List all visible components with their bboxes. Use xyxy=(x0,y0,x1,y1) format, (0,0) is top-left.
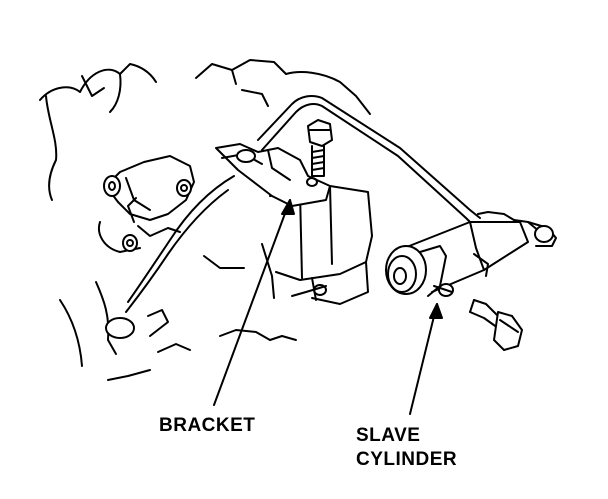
clutch-pipe xyxy=(258,96,480,226)
slave-cylinder-label-line1: SLAVE xyxy=(356,425,421,446)
slave-cylinder-label-line2: CYLINDER xyxy=(356,449,458,470)
engine-block-outline xyxy=(40,60,370,380)
lower-chassis-detail xyxy=(106,310,168,338)
slave-cylinder-leader-arrowhead xyxy=(430,304,442,318)
slave-cylinder-part xyxy=(386,212,556,296)
bracket-part xyxy=(216,144,330,206)
slave-cylinder-leader-line xyxy=(410,304,437,414)
engine-mount xyxy=(104,156,194,251)
clutch-hose xyxy=(126,176,234,312)
bracket-label: BRACKET xyxy=(159,415,256,436)
bracket-leader-line xyxy=(214,200,290,405)
slave-cylinder-bolt xyxy=(470,300,522,350)
bracket-leader-arrowhead xyxy=(282,200,294,214)
slave-cylinder-label: SLAVE CYLINDER xyxy=(356,424,457,472)
bracket-bolt xyxy=(308,120,332,176)
